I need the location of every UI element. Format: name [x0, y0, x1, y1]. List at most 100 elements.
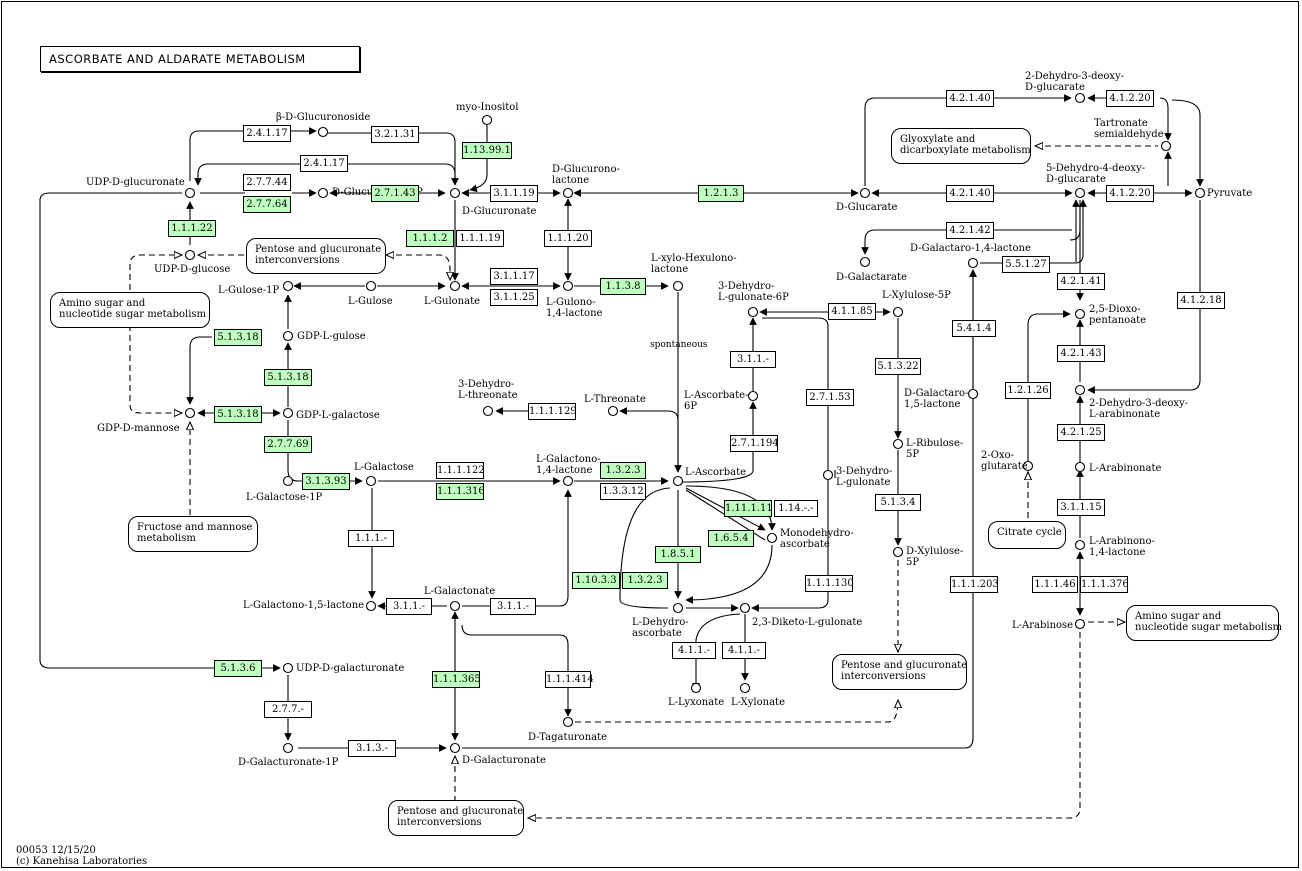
compound-node[interactable] [1074, 461, 1086, 473]
compound-label[interactable]: L-Lyxonate [668, 697, 725, 708]
enzyme-box[interactable]: 1.3.3.12 [600, 483, 646, 500]
compound-label[interactable]: L-Ribulose- 5P [906, 438, 964, 460]
compound-label[interactable]: Tartronate semialdehyde [1094, 118, 1164, 140]
enzyme-box[interactable]: 1.1.1.130 [805, 575, 854, 592]
enzyme-box[interactable]: 1.1.1.365 [432, 671, 481, 688]
compound-node[interactable] [282, 330, 294, 342]
map-link-amino-sugar[interactable]: Amino sugar and nucleotide sugar metabol… [50, 292, 210, 328]
enzyme-box[interactable]: 2.7.7.44 [243, 174, 291, 191]
compound-node[interactable] [562, 475, 574, 487]
compound-label[interactable]: GDP-L-galactose [296, 410, 380, 421]
compound-label[interactable]: UDP-D-glucose [154, 264, 231, 275]
compound-node[interactable] [282, 475, 294, 487]
compound-label[interactable]: 3-Dehydro- L-gulonate [836, 466, 893, 488]
enzyme-box[interactable]: 1.1.1.19 [456, 230, 504, 247]
compound-label[interactable]: D-Galactaro-1,4-lactone [910, 243, 1031, 254]
compound-node[interactable] [184, 187, 196, 199]
enzyme-box[interactable]: 5.1.3.6 [214, 660, 262, 677]
enzyme-box[interactable]: 3.1.3.- [348, 740, 396, 757]
enzyme-box[interactable]: 2.7.1.43 [371, 185, 419, 202]
compound-label[interactable]: D-Glucarate [836, 202, 898, 213]
compound-label[interactable]: L-Dehydro- ascorbate [632, 617, 689, 639]
compound-node[interactable] [282, 407, 294, 419]
compound-node[interactable] [562, 187, 574, 199]
map-link-citrate-cycle[interactable]: Citrate cycle [988, 521, 1066, 549]
enzyme-box[interactable]: 4.1.2.20 [1106, 185, 1154, 202]
compound-label[interactable]: L-xylo-Hexulono- lactone [651, 253, 737, 275]
compound-label[interactable]: L-Xylonate [731, 697, 785, 708]
enzyme-box[interactable]: 3.1.1.- [386, 598, 432, 615]
compound-node[interactable] [1194, 187, 1206, 199]
compound-label[interactable]: L-Ascorbate [685, 467, 747, 478]
compound-label[interactable]: UDP-D-galacturonate [296, 663, 405, 674]
enzyme-box[interactable]: 4.1.1.- [722, 642, 766, 659]
enzyme-box[interactable]: 3.1.1.- [490, 598, 536, 615]
compound-node[interactable] [672, 280, 684, 292]
compound-label[interactable]: D-Galactarate [836, 272, 907, 283]
compound-label[interactable]: L-Threonate [584, 394, 646, 405]
enzyme-box[interactable]: 1.1.1.22 [168, 220, 216, 237]
compound-node[interactable] [1074, 308, 1086, 320]
compound-node[interactable] [449, 742, 461, 754]
compound-node[interactable] [607, 405, 619, 417]
enzyme-box[interactable]: 5.1.3.18 [214, 406, 262, 423]
compound-label[interactable]: β-D-Glucuronoside [276, 112, 371, 123]
compound-label[interactable]: L-Gulono- 1,4-lactone [546, 297, 603, 319]
enzyme-box[interactable]: 1.1.1.376 [1080, 576, 1129, 593]
compound-label[interactable]: 2-Oxo- glutarate [981, 450, 1028, 472]
compound-node[interactable] [747, 306, 759, 318]
enzyme-box[interactable]: 2.4.1.17 [300, 155, 348, 172]
compound-label[interactable]: L-Gulonate [424, 296, 481, 307]
compound-label[interactable]: L-Xylulose-5P [882, 290, 951, 301]
enzyme-box[interactable]: 1.6.5.4 [708, 530, 754, 547]
enzyme-box[interactable]: 1.1.1.2 [406, 230, 454, 247]
compound-node[interactable] [672, 602, 684, 614]
enzyme-box[interactable]: 3.1.1.25 [490, 289, 538, 306]
enzyme-box[interactable]: 2.7.7.- [264, 701, 312, 718]
enzyme-box[interactable]: 3.1.1.19 [490, 185, 538, 202]
enzyme-box[interactable]: 4.2.1.25 [1057, 424, 1105, 441]
enzyme-box[interactable]: 1.2.1.26 [1005, 382, 1051, 399]
enzyme-box[interactable]: 5.4.1.4 [952, 320, 996, 337]
enzyme-box[interactable]: 3.2.1.31 [371, 126, 419, 143]
enzyme-box[interactable]: 2.4.1.17 [243, 125, 291, 142]
enzyme-box[interactable]: 2.7.7.64 [243, 196, 291, 213]
compound-node[interactable] [747, 390, 759, 402]
compound-node[interactable] [482, 405, 494, 417]
enzyme-box[interactable]: 4.2.1.42 [946, 222, 994, 239]
compound-node[interactable] [859, 256, 871, 268]
compound-label[interactable]: Pyruvate [1207, 188, 1253, 199]
compound-node[interactable] [739, 602, 751, 614]
enzyme-box[interactable]: 1.1.1.414 [545, 671, 594, 688]
compound-node[interactable] [449, 600, 461, 612]
compound-node[interactable] [672, 475, 684, 487]
enzyme-box[interactable]: 1.1.1.122 [436, 462, 485, 479]
compound-label[interactable]: D-Galacturonate-1P [238, 757, 339, 768]
enzyme-box[interactable]: 1.1.1.20 [544, 230, 592, 247]
enzyme-box[interactable]: 1.1.1.129 [528, 403, 577, 420]
compound-label[interactable]: 3-Dehydro- L-threonate [458, 379, 518, 401]
compound-label[interactable]: L-Ascorbate- 6P [684, 390, 749, 412]
map-link-fructose-mannose[interactable]: Fructose and mannose metabolism [128, 516, 258, 552]
compound-node[interactable] [690, 682, 702, 694]
compound-node[interactable] [1074, 384, 1086, 396]
enzyme-box[interactable]: 2.7.7.69 [264, 436, 312, 453]
enzyme-box[interactable]: 4.1.1.- [672, 642, 716, 659]
compound-label[interactable]: L-Galactose-1P [246, 492, 323, 503]
compound-node[interactable] [766, 532, 778, 544]
compound-label[interactable]: myo-Inositol [456, 102, 519, 113]
compound-label[interactable]: D-Xylulose- 5P [906, 546, 964, 568]
map-link-pentose-glucuronate[interactable]: Pentose and glucuronate interconversions [832, 654, 967, 690]
compound-node[interactable] [481, 114, 493, 126]
map-link-amino-sugar[interactable]: Amino sugar and nucleotide sugar metabol… [1126, 605, 1282, 641]
compound-label[interactable]: L-Galactonate [424, 586, 496, 597]
enzyme-box[interactable]: 4.1.2.20 [1106, 90, 1154, 107]
enzyme-box[interactable]: 2.7.1.194 [730, 435, 779, 452]
enzyme-box[interactable]: 1.3.2.3 [622, 572, 668, 589]
map-link-glyoxylate[interactable]: Glyoxylate and dicarboxylate metabolism [891, 128, 1031, 164]
compound-label[interactable]: 2,3-Diketo-L-gulonate [752, 617, 863, 628]
compound-node[interactable] [967, 257, 979, 269]
enzyme-box[interactable]: 1.1.1.203 [950, 576, 999, 593]
enzyme-box[interactable]: 4.1.2.18 [1177, 292, 1225, 309]
compound-label[interactable]: L-Gulose-1P [218, 285, 280, 296]
